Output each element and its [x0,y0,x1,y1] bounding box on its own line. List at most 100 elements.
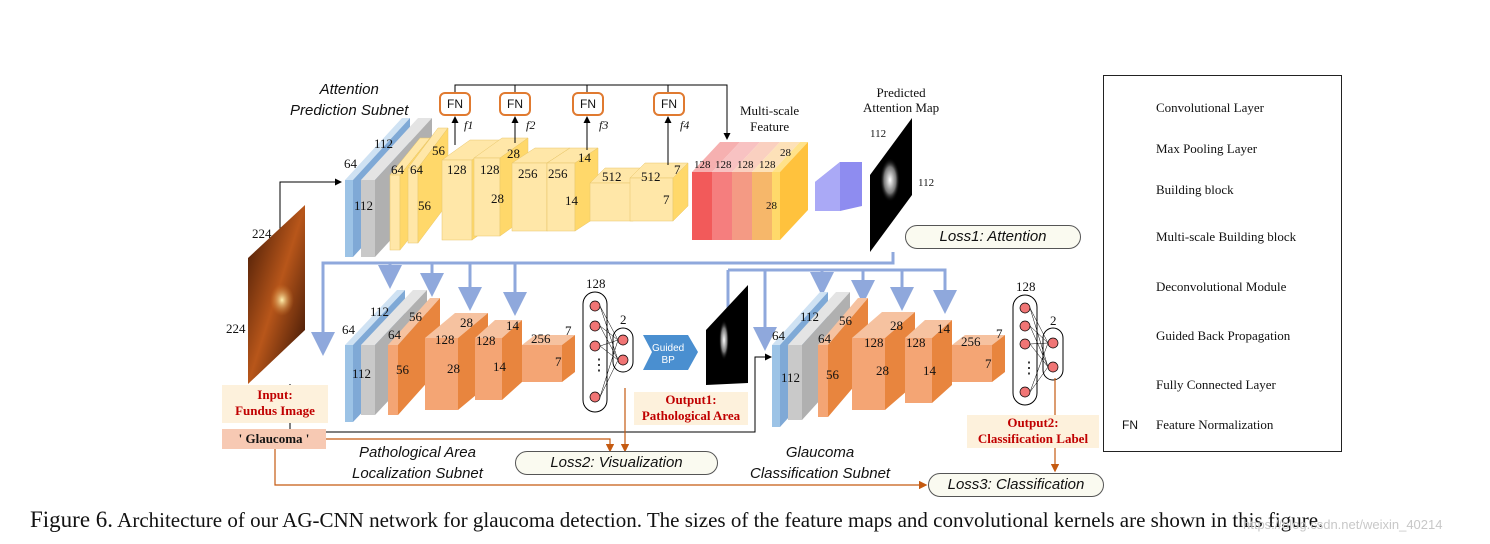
dim-label: 128 [759,159,776,171]
dim-label: 256 [531,331,551,346]
fc2-out-label: 2 [1050,313,1057,328]
dim-label: 56 [396,362,409,377]
dim-label: 56 [826,367,839,382]
dim-label: 112 [370,304,390,319]
loss1-attention: Loss1: Attention [905,225,1081,249]
dim-label: 128 [476,333,496,348]
dim-label: 112 [800,309,820,324]
dim-label: 28 [876,363,889,378]
attention-guidance-arrows [311,252,957,356]
fc-layer-2 [1012,294,1064,406]
dim-label: 28 [491,191,504,206]
caption-text: Architecture of our AG-CNN network for g… [113,508,1324,532]
fundus-image [248,205,305,384]
dim-label: 256 [518,166,538,181]
fn-label-3: FN [580,97,596,111]
dim-label: 128 [447,162,467,177]
fn-boxes [439,92,685,116]
dim-label: 14 [565,193,578,208]
attention-subnet-blocks [345,118,912,257]
dim-label: 7 [565,323,572,338]
fc2-top-label: 128 [1016,279,1036,294]
dim-label: 128 [694,159,711,171]
dim-label: 7 [996,326,1003,341]
legend-item: Guided Back Propagation [1156,328,1291,343]
feature-f3: f3 [599,118,609,132]
multiscale-feature-label: Multi-scale Feature [740,103,800,134]
dim-label: 28 [447,361,460,376]
localization-subnet-blocks [345,290,575,422]
legend-panel: Convolutional Layer Max Pooling Layer Bu… [1103,75,1342,452]
dim-label: 512 [641,169,661,184]
dim-label: 56 [839,313,852,328]
fn-label-1: FN [447,97,463,111]
fc1-out-label: 2 [620,312,627,327]
dim-label: 14 [937,321,950,336]
dim-label: 28 [766,200,777,212]
feature-f1: f1 [464,118,474,132]
dim-label: 256 [961,334,981,349]
input-label: Input: Fundus Image [222,385,328,423]
fc-layer-1 [582,291,634,413]
dim-label: 28 [507,146,520,161]
dim-label: 128 [435,332,455,347]
classification-subnet-title: Glaucoma Classification Subnet [750,444,891,482]
dim-label: 56 [432,143,445,158]
dim-label: 64 [410,162,423,177]
legend-item: Deconvolutional Module [1156,279,1287,294]
dim-label: 64 [342,322,355,337]
dim-label: 7 [663,192,670,207]
figure-number: Figure 6. [30,507,114,532]
input-dim-label: 224 [226,321,246,336]
dim-label: 56 [418,198,431,213]
dim-label: 128 [906,335,926,350]
dim-label: 64 [388,327,401,342]
loss3-classification: Loss3: Classification [928,473,1104,497]
output2-label: Output2: Classification Label [967,415,1099,448]
dim-label: 128 [737,159,754,171]
dim-label: 64 [818,331,831,346]
fc1-top-label: 128 [586,276,606,291]
dim-label: 112 [781,370,801,385]
legend-item: Multi-scale Building block [1156,229,1297,244]
legend-item: Fully Connected Layer [1156,377,1276,392]
figure-caption: Figure 6. Architecture of our AG-CNN net… [30,507,1323,533]
loss2-visualization: Loss2: Visualization [515,451,718,475]
legend-item: Max Pooling Layer [1156,141,1258,156]
legend-item: Convolutional Layer [1156,100,1264,115]
predicted-map-label: Predicted Attention Map [863,85,940,115]
fn-label-4: FN [661,97,677,111]
dim-label: 64 [772,328,785,343]
dim-label: 14 [506,318,519,333]
dim-label: 512 [602,169,622,184]
localization-subnet-title: Pathological Area Localization Subnet [352,444,483,482]
map-dim-label: 112 [918,177,935,189]
feature-f4: f4 [680,118,690,132]
legend-item: Feature Normalization [1156,417,1274,432]
dim-label: 128 [715,159,732,171]
dim-label: 128 [864,335,884,350]
dim-label: 7 [985,356,992,371]
dim-label: 28 [460,315,473,330]
dim-label: 56 [409,309,422,324]
output1-label: Output1: Pathological Area [634,392,748,425]
fn-label-2: FN [507,97,523,111]
dim-label: 14 [923,363,936,378]
dim-label: 112 [352,366,372,381]
guided-bp-label: Guided BP [652,343,685,366]
dim-label: 14 [493,359,506,374]
legend-fn-label: FN [1122,418,1138,432]
watermark: https://blog.csdn.net/weixin_40214 [1243,517,1443,532]
dim-label: 64 [344,156,357,171]
map-dim-label: 112 [870,128,887,140]
classification-subnet-blocks [772,292,1005,427]
dim-label: 112 [354,198,374,213]
dim-label: 256 [548,166,568,181]
attention-subnet-title: Attention Prediction Subnet [290,81,409,119]
dim-label: 112 [374,136,394,151]
feature-f2: f2 [526,118,536,132]
guided-bp-chevron [643,335,698,370]
dim-label: 128 [480,162,500,177]
fc1-dots: ⋮ [591,357,607,374]
